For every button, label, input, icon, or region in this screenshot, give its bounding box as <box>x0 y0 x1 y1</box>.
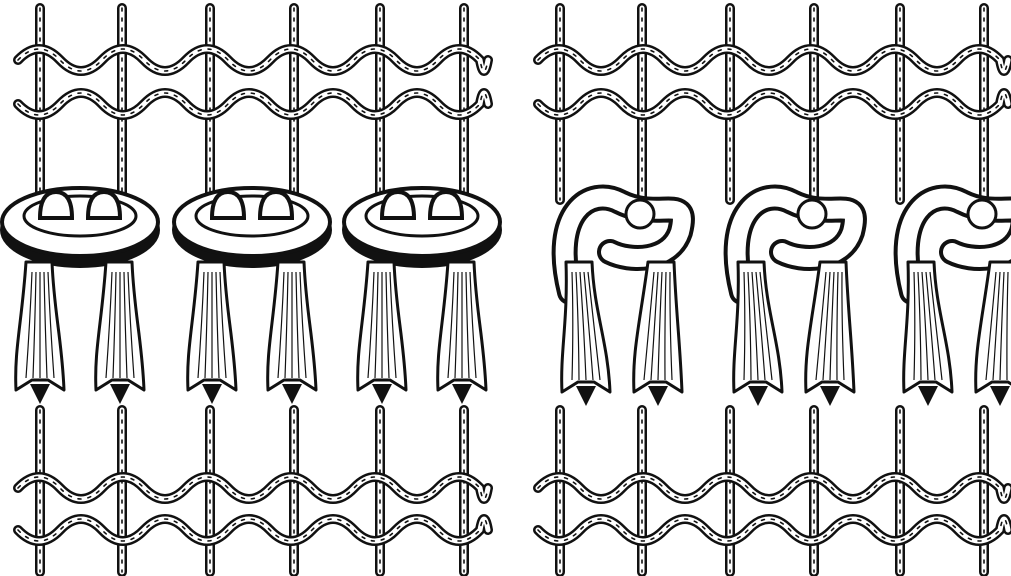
tassel <box>96 262 144 404</box>
horizontal-cord <box>538 93 1008 115</box>
horizontal-cord <box>538 49 1008 71</box>
horizontal-cord <box>18 477 488 499</box>
horizontal-cord <box>18 93 488 115</box>
tassel <box>16 262 64 404</box>
horizontal-cord <box>18 519 488 541</box>
tassel <box>976 262 1011 406</box>
tassel <box>358 262 406 404</box>
tassel <box>438 262 486 404</box>
horizontal-cord <box>538 477 1008 499</box>
tassel <box>734 262 782 406</box>
tassel <box>634 262 682 406</box>
tassel <box>268 262 316 404</box>
tassel <box>562 262 610 406</box>
lark-head-loop <box>342 188 502 268</box>
lark-head-loop <box>172 188 332 268</box>
horizontal-cord <box>538 519 1008 541</box>
left-panel-straight-knots <box>0 8 502 572</box>
tassel <box>188 262 236 404</box>
tassel <box>806 262 854 406</box>
lark-head-loop <box>0 188 160 268</box>
horizontal-cord <box>18 49 488 71</box>
tassel <box>904 262 952 406</box>
right-panel-twisted-knots <box>538 8 1011 572</box>
